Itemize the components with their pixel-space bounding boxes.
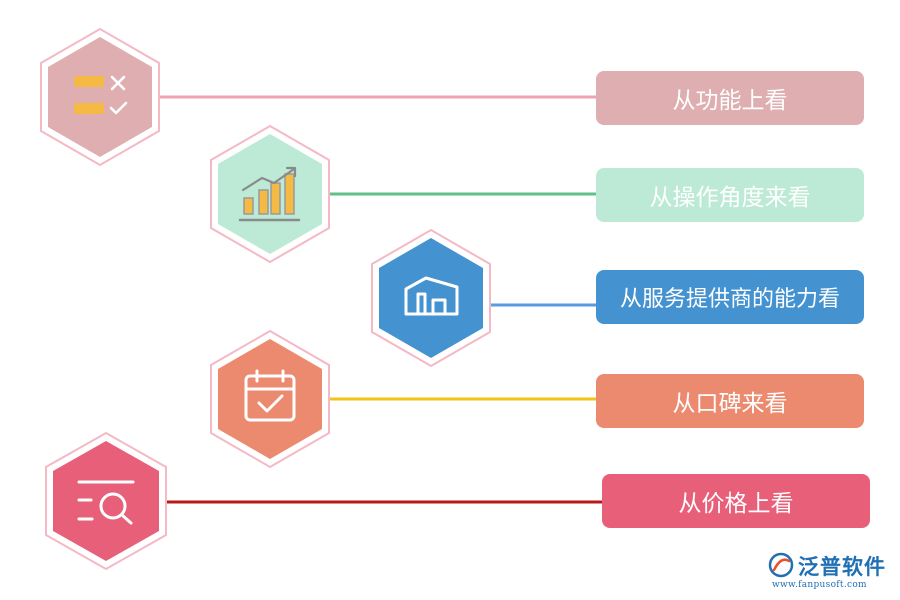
checklist-icon [74,75,128,115]
label-text-1: 从功能上看 [672,88,788,114]
watermark-logo: 泛普软件 www.fanpusoft.com [768,549,896,595]
search-list-icon [77,480,135,525]
label-text-4: 从口碑来看 [672,391,788,417]
bar-chart-trend-icon [238,166,301,222]
hexagon-node-4 [210,329,330,469]
label-box-5: 从价格上看 [602,474,870,528]
watermark-name: 泛普软件 [798,555,886,579]
hexagon-node-1 [40,27,160,167]
label-box-4: 从口碑来看 [596,374,864,428]
hexagon-node-3 [371,228,491,368]
label-box-2: 从操作角度来看 [596,168,864,222]
label-text-3: 从服务提供商的能力看 [619,287,840,312]
building-icon [404,276,459,316]
fanpu-logo-icon [768,552,794,578]
calendar-check-icon [244,369,296,422]
label-text-5: 从价格上看 [678,491,794,517]
hexagon-node-2 [210,124,330,264]
label-text-2: 从操作角度来看 [649,185,811,211]
label-box-1: 从功能上看 [596,71,864,125]
hexagon-node-5 [45,431,167,571]
label-box-3: 从服务提供商的能力看 [596,270,864,324]
watermark-url: www.fanpusoft.com [772,580,867,590]
